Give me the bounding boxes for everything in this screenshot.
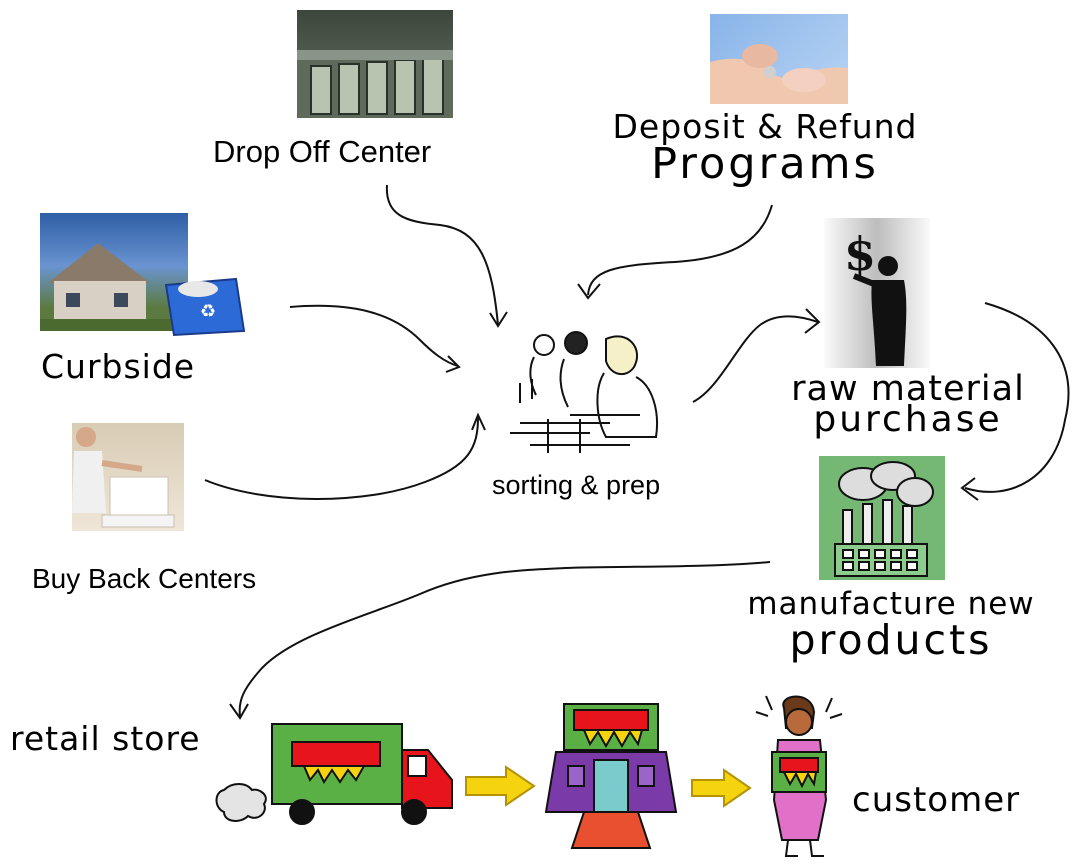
deposit-refund-image [710,14,848,104]
yellow-arrow-1 [464,765,536,807]
deposit-refund-label-line1: Deposit & Refund [612,107,918,146]
drop-off-center-image [297,10,453,118]
arrow-raw-to-manufacture [964,302,1070,493]
delivery-truck-illustration [210,716,460,831]
manufacture-label-line1: manufacture new [747,586,1035,622]
svg-text:♻: ♻ [200,301,216,322]
dollar-sign: $ [844,227,876,281]
curbside-label: Curbside [41,347,196,386]
yellow-arrow-2 [690,768,752,808]
arrow-sorting-to-raw [692,315,819,403]
arrow-dropoff-to-sorting [385,184,499,326]
arrow-manufacture-to-retail [238,561,771,717]
manufacture-label-line2: products [789,616,993,664]
raw-material-label-line2: purchase [813,399,1003,440]
buy-back-centers-image [72,423,184,531]
arrow-curbside-to-sorting [289,304,459,367]
arrow-buyback-to-sorting [204,417,479,500]
drop-off-center-label: Drop Off Center [213,134,432,169]
arrow-deposit-to-sorting [587,204,773,296]
retail-store-label: retail store [10,719,201,758]
sorting-prep-label: sorting & prep [492,470,661,500]
store-building-illustration [538,700,684,858]
factory-image [819,456,945,580]
raw-material-purchase-image: $ [824,218,930,368]
customer-illustration [752,690,848,860]
curbside-image: ♻ [40,213,246,337]
deposit-refund-label-line2: Programs [651,139,879,189]
sorting-prep-illustration [510,323,670,458]
raw-material-label-line1: raw material [791,369,1025,409]
customer-label: customer [852,780,1021,820]
buy-back-centers-label: Buy Back Centers [32,563,257,594]
